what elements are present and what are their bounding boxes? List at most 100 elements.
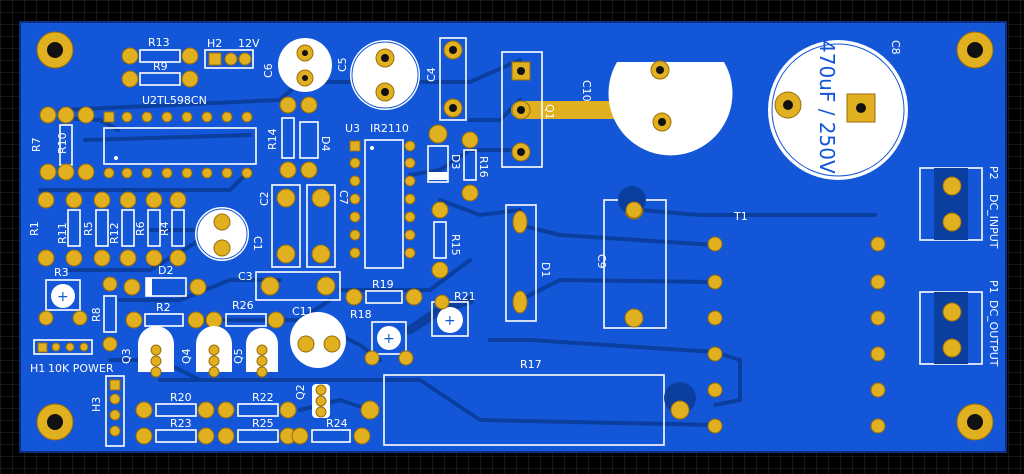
c7-label: C7 (337, 190, 350, 205)
r1-label: R1 (28, 221, 41, 236)
d3-label: D3 (449, 154, 462, 169)
diode-d4[interactable]: D4 (299, 96, 332, 179)
c8-value-label: 470uF / 250V (815, 40, 839, 174)
resistor-r6[interactable]: R6 (134, 191, 163, 267)
resistor-r2[interactable]: R2 (125, 301, 205, 329)
capacitor-c1[interactable]: C1 (195, 207, 264, 261)
u3-label: U3 (345, 122, 360, 135)
c10-label: C10 (580, 80, 593, 102)
transformer-t1[interactable]: T1 (707, 210, 886, 434)
c6-label: C6 (262, 63, 275, 78)
capacitor-c3[interactable]: C3 (238, 270, 341, 301)
transistor-q5[interactable]: Q5 (232, 328, 278, 378)
resistor-r16[interactable]: R16 (461, 131, 490, 202)
resistor-r19[interactable]: R19 (345, 278, 423, 306)
r25-label: R25 (252, 417, 274, 430)
transistor-q1[interactable]: Q1 (501, 51, 556, 168)
capacitor-c11[interactable]: C11 (290, 305, 346, 368)
u3-part-label: IR2110 (370, 122, 409, 135)
r3-adjust-icon: + (57, 289, 69, 305)
resistor-r12[interactable]: R12 (108, 191, 137, 267)
resistor-r5[interactable]: R5 (82, 191, 111, 267)
r11-label: R11 (56, 222, 69, 244)
trimmer-r21[interactable]: + R21 (431, 290, 476, 337)
resistor-r22[interactable]: R22 (217, 391, 297, 419)
diode-d1[interactable]: D1 (505, 204, 552, 322)
r22-label: R22 (252, 391, 274, 404)
transistor-q4[interactable]: Q4 (180, 326, 232, 378)
r16-label: R16 (477, 156, 490, 178)
q3-label: Q3 (120, 348, 133, 364)
h3-label: H3 (90, 397, 103, 412)
capacitor-c10[interactable]: C10 + (580, 60, 733, 156)
resistor-r17[interactable]: R17 (360, 358, 696, 446)
c8-label: C8 (889, 40, 902, 55)
resistor-r26[interactable]: R26 (205, 299, 285, 329)
r18-adjust-icon: + (383, 331, 395, 347)
ic-u3[interactable]: U3 IR2110 (345, 122, 416, 269)
capacitor-c9[interactable]: C9 (595, 186, 667, 329)
resistor-r15[interactable]: R15 (431, 201, 462, 279)
resistor-r20[interactable]: R20 (135, 391, 215, 419)
q2-label: Q2 (294, 384, 307, 400)
r2-label: R2 (156, 301, 171, 314)
resistor-r10[interactable]: R10 (56, 106, 75, 181)
diode-d3[interactable]: D3 (427, 124, 462, 183)
diode-d2[interactable]: D2 (123, 264, 207, 297)
q1-label: Q1 (543, 104, 556, 120)
transistor-q3[interactable]: Q3 (120, 326, 174, 378)
h2-voltage-label: 12V (238, 37, 260, 50)
transistor-q2[interactable]: Q2 (294, 384, 330, 418)
c9-label: C9 (595, 254, 608, 269)
r21-label: R21 (454, 290, 476, 303)
connector-p1-dc-output[interactable]: P1 DC_OUTPUT (919, 280, 1000, 367)
r9-label: R9 (153, 60, 168, 73)
r7-label: R7 (30, 137, 43, 152)
r5-label: R5 (82, 221, 95, 236)
trimmer-r18[interactable]: + R18 (350, 308, 414, 366)
r14-label: R14 (266, 128, 279, 150)
trimmer-r3[interactable]: + R3 (38, 266, 88, 326)
resistor-r25[interactable]: R25 (217, 417, 297, 445)
mounting-holes[interactable] (36, 31, 994, 441)
r15-label: R15 (449, 234, 462, 256)
capacitor-c8[interactable]: 470uF / 250V C8 (768, 40, 908, 180)
resistor-stub[interactable] (77, 106, 95, 181)
resistor-r24[interactable]: R24 (291, 417, 371, 445)
resistor-r1[interactable]: R1 (28, 191, 55, 267)
resistor-r9[interactable]: R9 (121, 60, 199, 88)
header-h1[interactable]: H1 10K POWER (30, 339, 114, 375)
h2-label: H2 (207, 37, 222, 50)
resistor-r4[interactable]: R4 (158, 191, 187, 267)
r24-label: R24 (326, 417, 348, 430)
resistor-r8[interactable]: R8 (90, 276, 118, 352)
capacitor-c6[interactable]: C6 (262, 38, 332, 92)
r23-label: R23 (170, 417, 192, 430)
resistor-r13[interactable]: R13 (121, 36, 199, 65)
capacitor-c5[interactable]: C5 (336, 40, 420, 110)
resistor-r23[interactable]: R23 (135, 417, 215, 445)
connector-p2-dc-input[interactable]: P2 DC_INPUT (919, 166, 1000, 249)
r12-label: R12 (108, 222, 121, 244)
r4-label: R4 (158, 221, 171, 236)
r6-label: R6 (134, 221, 147, 236)
c3-label: C3 (238, 270, 253, 283)
d4-label: D4 (319, 136, 332, 151)
resistor-r7[interactable]: R7 (30, 106, 57, 181)
resistor-r11[interactable]: R11 (56, 191, 83, 267)
capacitor-c4[interactable]: C4 (425, 37, 467, 121)
ic-u2[interactable]: U2TL598CN (103, 94, 257, 179)
header-h3[interactable]: H3 (90, 375, 125, 447)
capacitor-c7[interactable]: C7 (306, 184, 350, 268)
r17-label: R17 (520, 358, 542, 371)
r19-label: R19 (372, 278, 394, 291)
header-h2[interactable]: H2 12V (204, 37, 260, 69)
h1-text: 10K POWER (48, 362, 114, 375)
r13-label: R13 (148, 36, 170, 49)
u2-label: U2TL598CN (142, 94, 207, 107)
r8-label: R8 (90, 307, 103, 322)
resistor-r14[interactable]: R14 (266, 96, 297, 179)
capacitor-c2[interactable]: C2 (258, 184, 301, 268)
q5-label: Q5 (232, 348, 245, 364)
